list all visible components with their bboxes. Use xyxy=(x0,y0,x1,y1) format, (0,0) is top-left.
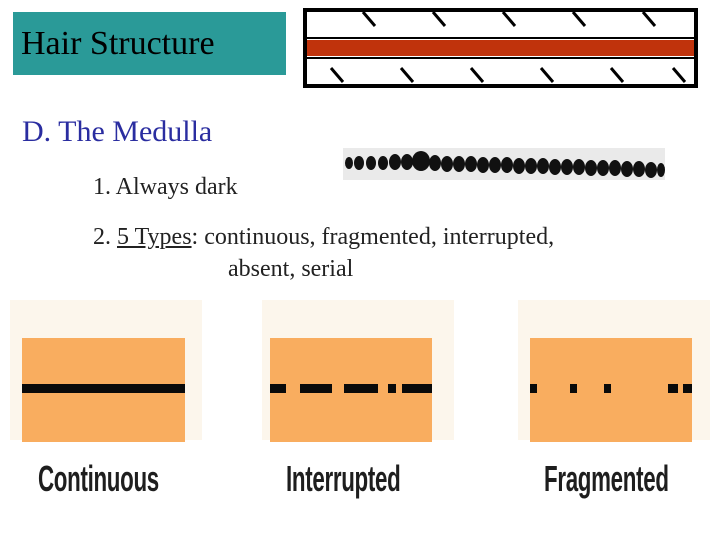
list-item-types-continued: absent, serial xyxy=(228,256,354,282)
list-item-types: 2. 5 Types: continuous, fragmented, inte… xyxy=(93,224,554,251)
panel-continuous: Continuous xyxy=(10,300,202,530)
panel-label: Fragmented xyxy=(544,458,669,499)
medulla-micrograph xyxy=(343,148,665,180)
list-item-types-prefix: 2. xyxy=(93,224,117,250)
panel-label: Continuous xyxy=(38,458,159,499)
panel-interrupted: Interrupted xyxy=(262,300,454,530)
list-item-always-dark: 1. Always dark xyxy=(93,174,238,200)
medulla-interrupted-line xyxy=(270,384,432,393)
hair-shaft-diagram xyxy=(303,8,698,88)
panel-label: Interrupted xyxy=(286,458,401,499)
list-item-types-underlined: 5 Types xyxy=(117,224,192,250)
title-box: Hair Structure xyxy=(13,12,286,75)
slide-title: Hair Structure xyxy=(21,24,215,62)
medulla-continuous-line xyxy=(22,384,185,393)
list-item-types-rest: : continuous, fragmented, interrupted, xyxy=(191,224,555,250)
section-heading: D. The Medulla xyxy=(22,115,213,148)
panel-fragmented: Fragmented xyxy=(518,300,710,530)
medulla-fragmented-line xyxy=(530,384,692,393)
